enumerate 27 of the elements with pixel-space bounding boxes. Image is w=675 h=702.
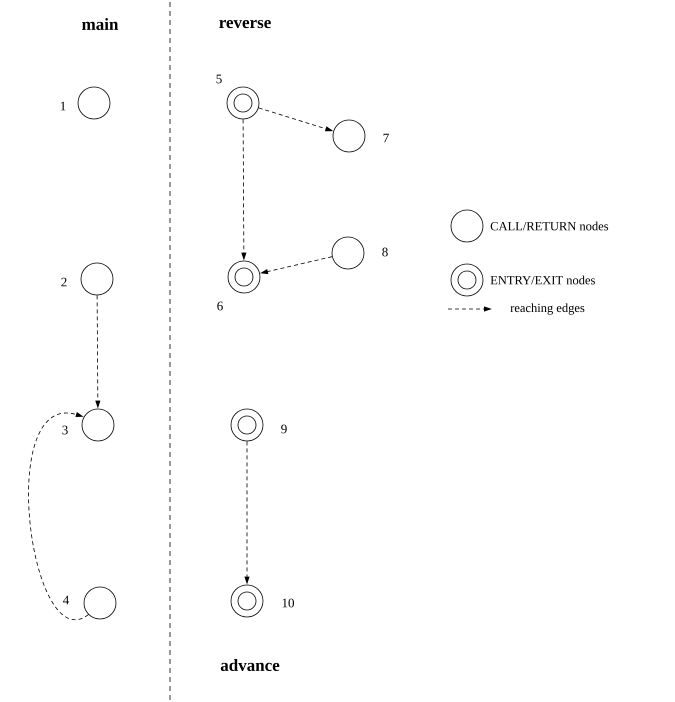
legend-text: reaching edges bbox=[510, 303, 584, 315]
circle-node bbox=[80, 262, 114, 296]
circle-node bbox=[82, 408, 114, 442]
node-number: 8 bbox=[382, 248, 388, 256]
node-number: 4 bbox=[63, 596, 70, 604]
node-number: 5 bbox=[216, 74, 222, 84]
circle-node bbox=[78, 86, 110, 120]
double-circle-node bbox=[228, 260, 260, 294]
double-circle-node bbox=[230, 408, 264, 442]
circle-node bbox=[84, 586, 116, 620]
node-number: 10 bbox=[282, 598, 294, 608]
node-number: 9 bbox=[281, 424, 287, 434]
section-heading: main bbox=[82, 18, 118, 30]
node-number: 2 bbox=[61, 278, 67, 286]
legend-text: ENTRY/EXIT nodes bbox=[490, 276, 595, 284]
double-circle-node bbox=[230, 584, 264, 618]
arrow bbox=[28, 412, 89, 620]
node-number: 1 bbox=[60, 102, 66, 110]
node-number: 6 bbox=[217, 302, 223, 310]
double-circle-node bbox=[226, 86, 260, 120]
section-heading: advance bbox=[220, 659, 280, 671]
legend-text: CALL/RETURN nodes bbox=[490, 222, 608, 230]
node-number: 3 bbox=[62, 426, 68, 434]
node-number: 7 bbox=[384, 134, 389, 142]
circle-node bbox=[332, 120, 366, 152]
circle-node bbox=[332, 236, 364, 270]
section-heading: reverse bbox=[219, 20, 271, 28]
